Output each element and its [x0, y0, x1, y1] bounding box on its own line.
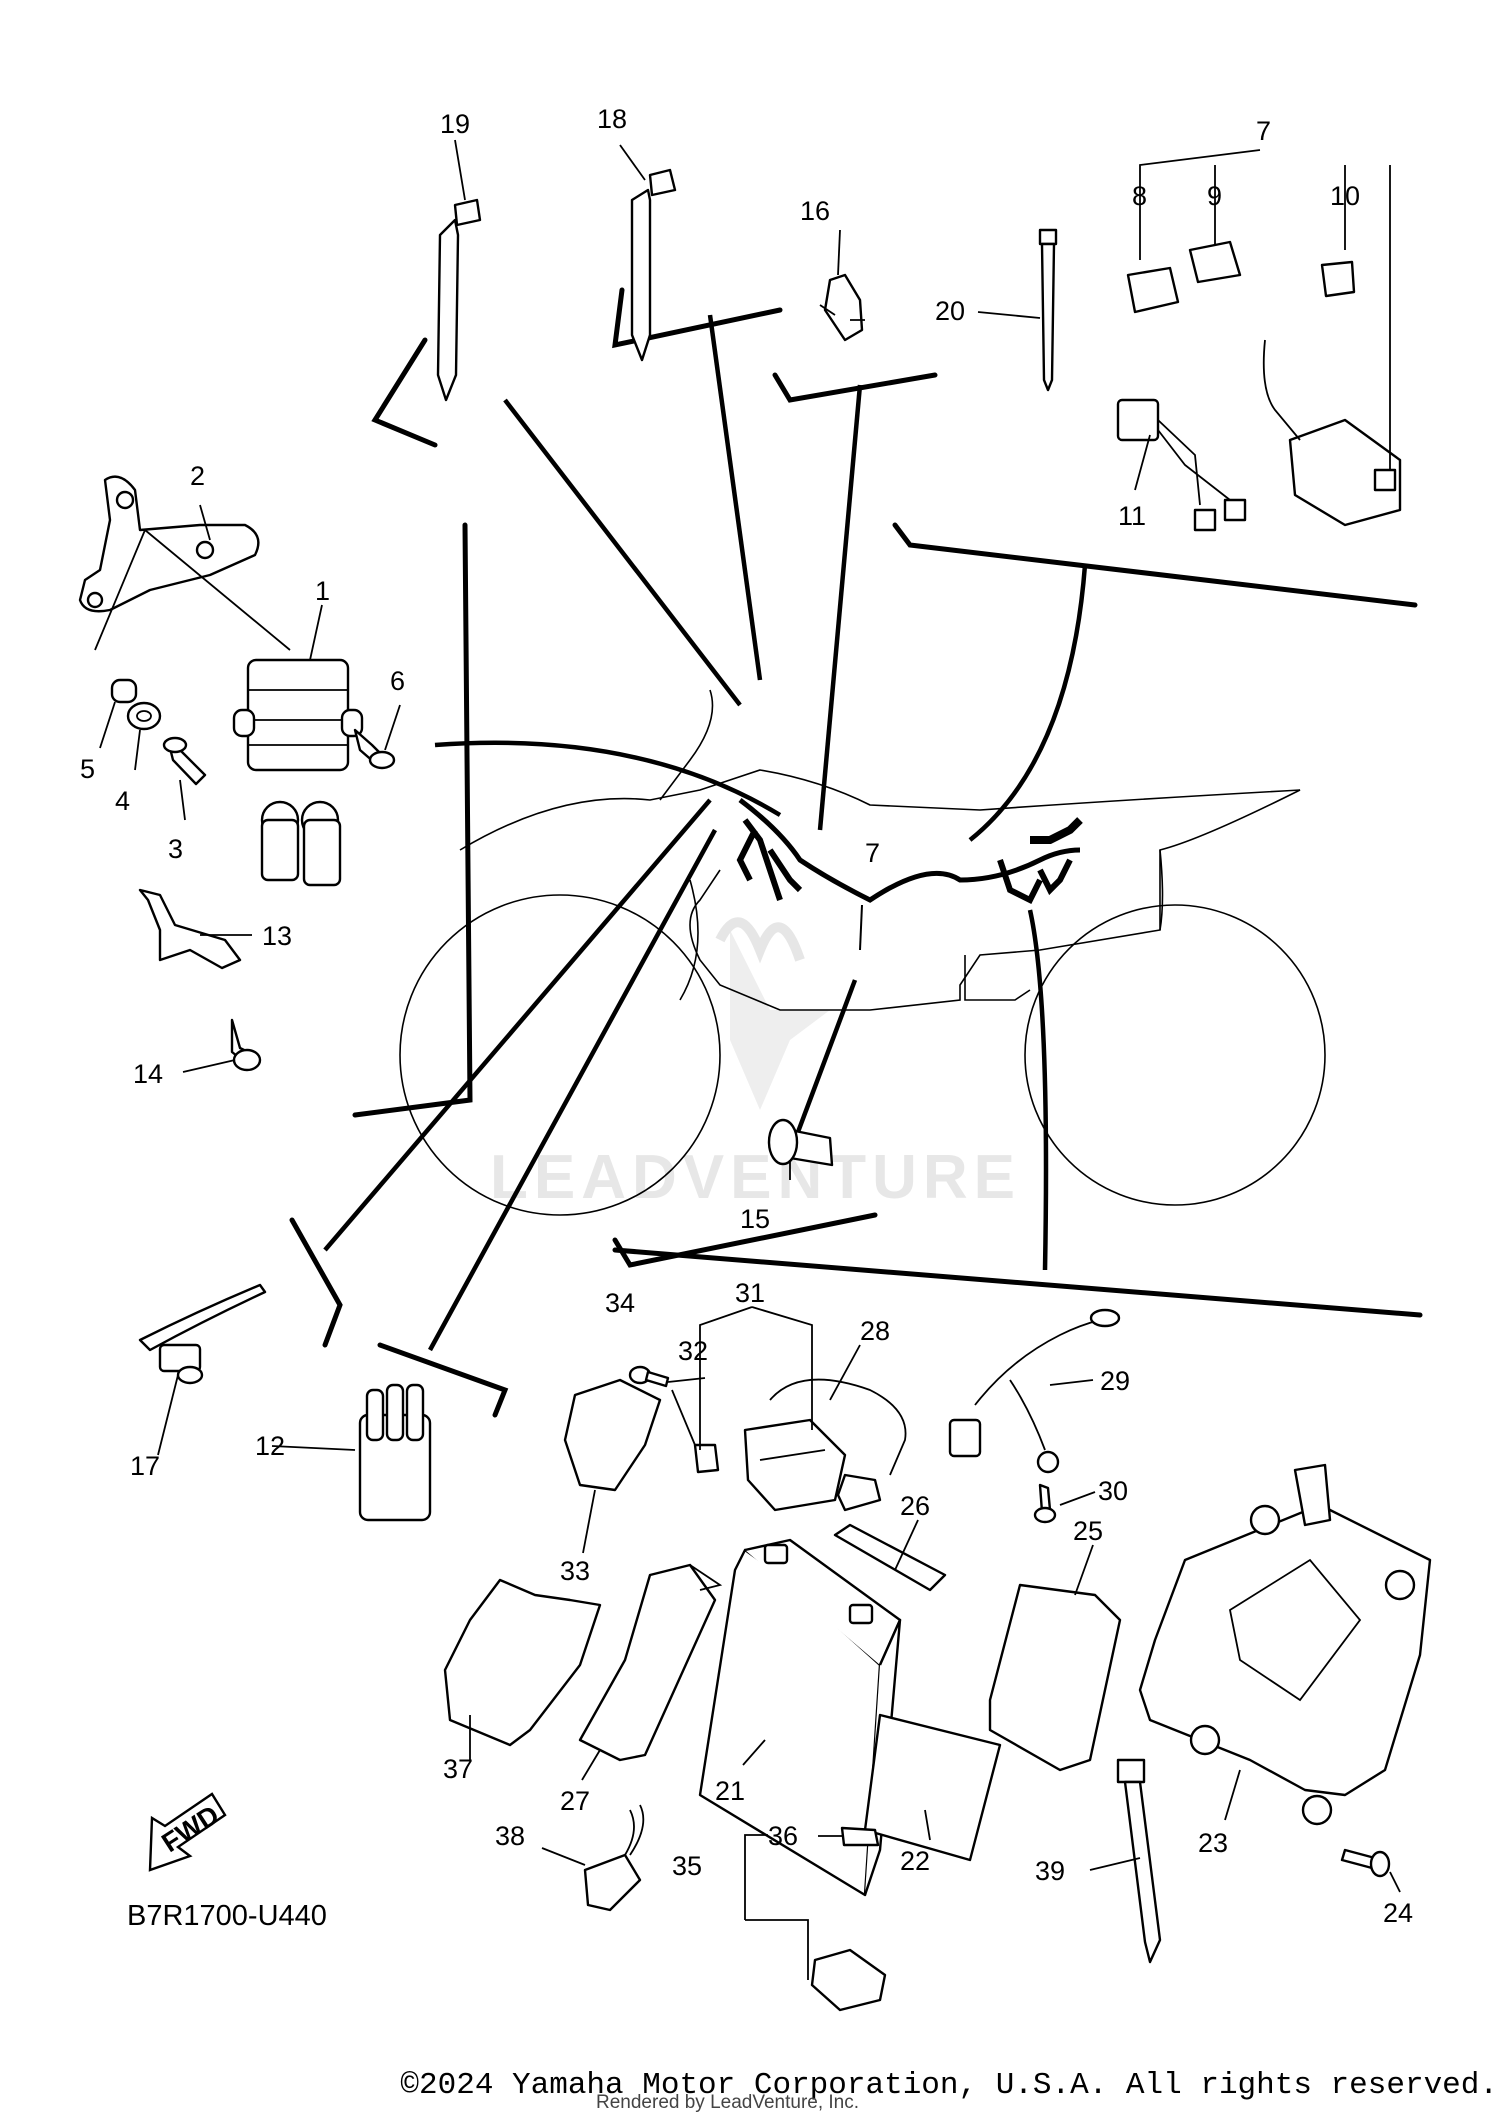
part-31-starter-relay [743, 1418, 847, 1512]
part-10-fuse [1320, 260, 1356, 298]
leader-lines [94, 139, 1401, 1980]
part-17-band [138, 1283, 267, 1385]
part-22-sheet [863, 1713, 1002, 1862]
copyright-text: ©2024 Yamaha Motor Corporation, U.S.A. A… [400, 2068, 1498, 2103]
part-27-band [578, 1563, 723, 1762]
part-25-cover [988, 1583, 1122, 1772]
part-36-cap [840, 1826, 880, 1847]
part-9-relay [1188, 240, 1242, 284]
callout-8: 8 [1132, 181, 1147, 211]
part-15-bolt [767, 1118, 834, 1167]
callout-1: 1 [315, 576, 330, 606]
callout-23: 23 [1198, 1828, 1228, 1858]
callout-3: 3 [168, 834, 183, 864]
callout-37: 37 [443, 1754, 473, 1784]
callout-19: 19 [440, 109, 470, 139]
part-18-cable-tie [630, 168, 677, 362]
copyright-notice: ©2024 Yamaha Motor Corporation, U.S.A. A… [0, 2068, 1500, 2103]
callout-26: 26 [900, 1491, 930, 1521]
part-14-bolt [230, 1018, 262, 1072]
callout-28: 28 [860, 1316, 890, 1346]
callout-5: 5 [80, 754, 95, 784]
part-7-sub-harness-box [1262, 339, 1402, 527]
part-2-bracket [78, 475, 260, 613]
callout-29: 29 [1100, 1366, 1130, 1396]
watermark-text: LEADVENTURE [490, 1143, 1021, 1212]
part-33-cover [563, 1378, 662, 1492]
fwd-arrow-icon: FWD [148, 1792, 227, 1872]
part-23-battery-box [1138, 1463, 1432, 1826]
part-35-coupler [810, 1948, 887, 2012]
wire-harness [736, 798, 1083, 951]
callout-31: 31 [735, 1278, 765, 1308]
part-6-bolt [353, 728, 396, 770]
callout-33: 33 [560, 1556, 590, 1586]
part-24-bolt [1340, 1848, 1391, 1878]
callout-18: 18 [597, 104, 627, 134]
callout-15: 15 [740, 1204, 770, 1234]
watermark-logo [715, 917, 830, 1110]
part-16-clamp [819, 273, 865, 342]
callout-22: 22 [900, 1846, 930, 1876]
part-37-cover [443, 1578, 602, 1747]
callout-21: 21 [715, 1776, 745, 1806]
callout-10: 10 [1330, 181, 1360, 211]
callout-9: 9 [1207, 181, 1222, 211]
part-34-screw [628, 1365, 670, 1388]
part-30-screw [1033, 1483, 1057, 1524]
motorcycle-outline [399, 689, 1326, 1216]
callout-39: 39 [1035, 1856, 1065, 1886]
part-38-sensor [583, 1804, 645, 1912]
part-28-lead [769, 1378, 907, 1512]
part-5-collar [110, 678, 138, 704]
rendered-by-credit: Rendered by LeadVenture, Inc. [596, 2092, 860, 2113]
callout-34: 34 [605, 1288, 635, 1318]
callout-30: 30 [1098, 1476, 1128, 1506]
part-8-relay [1126, 266, 1180, 314]
callout-32: 32 [678, 1336, 708, 1366]
callout-13: 13 [262, 921, 292, 951]
part-19-cable-tie [436, 198, 482, 402]
pointer-arrows [323, 314, 1088, 1352]
callout-20: 20 [935, 296, 965, 326]
callout-25: 25 [1073, 1516, 1103, 1546]
callout-4: 4 [115, 786, 130, 816]
callout-14: 14 [133, 1059, 163, 1089]
part-13-stay [138, 888, 242, 970]
callout-17: 17 [130, 1451, 160, 1481]
part-1-rectifier-regulator [232, 658, 364, 887]
callout-7-top: 7 [1256, 116, 1271, 146]
callout-36: 36 [768, 1821, 798, 1851]
part-32-fuse [693, 1443, 720, 1474]
part-26-pad [833, 1523, 947, 1592]
group-brackets [289, 287, 1423, 1418]
callout-38: 38 [495, 1821, 525, 1851]
part-3-bolt [162, 736, 207, 786]
callout-24: 24 [1383, 1898, 1413, 1928]
part-20-cable-tie [1038, 228, 1058, 392]
callout-6: 6 [390, 666, 405, 696]
callout-2: 2 [190, 461, 205, 491]
part-12-fuse-holder [358, 1383, 432, 1522]
part-11-connector [1116, 398, 1247, 532]
callout-16: 16 [800, 196, 830, 226]
callout-27: 27 [560, 1786, 590, 1816]
part-39-cable-tie [1116, 1758, 1162, 1964]
callout-7-bike: 7 [865, 838, 880, 868]
part-4-grommet [126, 701, 162, 731]
callout-35: 35 [672, 1851, 702, 1881]
diagram-code: B7R1700-U440 [127, 1900, 327, 1932]
callout-numbers: 1 2 3 4 5 6 7 7 8 9 10 11 12 13 14 15 16… [80, 104, 1413, 1928]
callout-11: 11 [1118, 501, 1146, 531]
callout-12: 12 [255, 1431, 285, 1461]
part-29-lead [948, 1308, 1121, 1474]
